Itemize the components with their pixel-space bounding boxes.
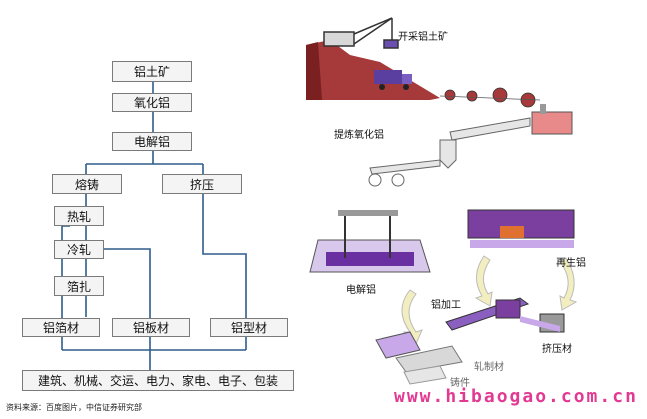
- watermark-logo: www.hibaogao.com.cn: [394, 386, 638, 407]
- node-extrusion: 挤压: [162, 174, 242, 194]
- cycle-arrow-icon: [401, 255, 578, 345]
- node-casting: 熔铸: [52, 174, 122, 194]
- node-hot-rolling: 热轧: [54, 206, 104, 226]
- excavator-icon: [323, 17, 399, 49]
- label-rolled: 轧制材: [474, 362, 504, 373]
- node-aluminum-foil: 铝箔材: [22, 318, 100, 337]
- label-recycled: 再生铝: [556, 258, 586, 269]
- refinery-icon: [531, 104, 573, 135]
- kiln-icon: [368, 117, 531, 187]
- recycling-facility-icon: [467, 209, 575, 248]
- label-electrolysis: 电解铝: [346, 285, 376, 296]
- node-cold-rolling: 冷轧: [54, 240, 104, 259]
- truck-icon: [374, 70, 412, 90]
- mine-hill: [306, 40, 440, 100]
- node-aluminum-plate: 铝板材: [112, 318, 190, 337]
- node-foil-rolling: 箔扎: [54, 276, 104, 296]
- electrolytic-cell-icon: [309, 210, 431, 273]
- label-mining: 开采铝土矿: [398, 32, 448, 43]
- label-castings: 铸件: [450, 378, 470, 389]
- conveyor-icon: [439, 87, 541, 108]
- products-icon: [375, 331, 463, 385]
- node-aluminum-profile: 铝型材: [210, 318, 288, 337]
- label-extruded: 挤压材: [542, 344, 572, 355]
- node-applications: 建筑、机械、交运、电力、家电、电子、包装: [22, 370, 294, 391]
- node-alumina: 氧化铝: [112, 93, 192, 112]
- node-bauxite: 铝土矿: [112, 61, 192, 82]
- label-refine-alumina: 提炼氧化铝: [334, 130, 384, 141]
- rolling-line-icon: [445, 297, 565, 333]
- label-processing: 铝加工: [431, 300, 461, 311]
- source-note: 资料来源：百度图片，中信证券研究部: [6, 403, 142, 412]
- node-electrolytic-aluminum: 电解铝: [112, 132, 192, 151]
